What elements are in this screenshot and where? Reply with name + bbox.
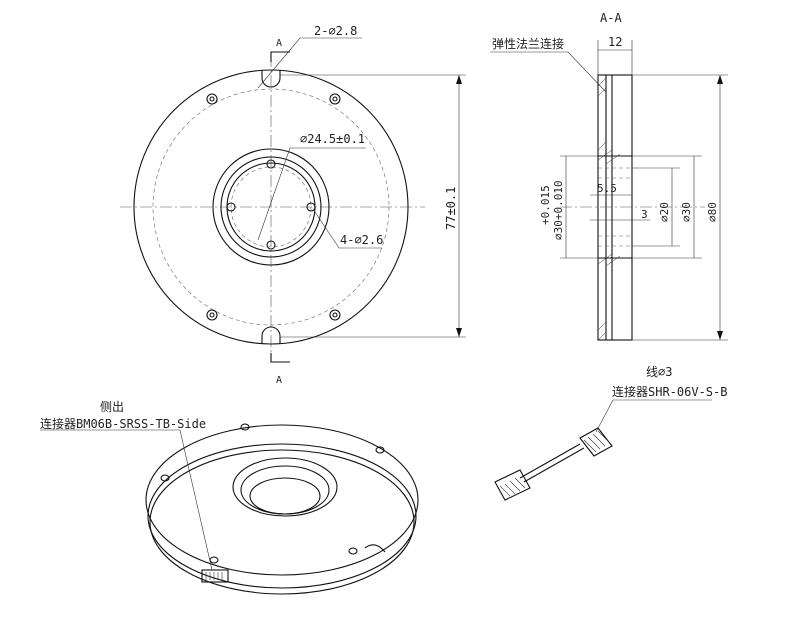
iso-hub-outer [232, 457, 338, 517]
bolt-circle [152, 88, 390, 326]
cable-leader [595, 399, 712, 433]
cable-assembly: 线⌀3 连接器SHR-06V-S-B [494, 365, 727, 501]
cable-connector-left [494, 469, 531, 501]
cable-connector-right [579, 427, 613, 457]
inner-diameter-leader [257, 147, 366, 241]
iso-notch [364, 544, 386, 553]
flange-leader [490, 51, 607, 93]
inner-diameter-label: ⌀24.5±0.1 [300, 132, 365, 146]
dim-d80-label: ⌀80 [706, 202, 719, 222]
iso-connector-leader [40, 429, 213, 571]
cable-wire-b [523, 447, 585, 483]
tolerance-upper-label: +0.015 [539, 185, 552, 225]
hub-hole-circle [230, 166, 312, 248]
iso-connector-label: 连接器BM06B-SRSS-TB-Side [40, 416, 206, 431]
section-view: A-A 弹性法兰连接 12 [490, 11, 728, 341]
width-label: 12 [608, 35, 622, 49]
section-arrow-bottom [270, 353, 290, 363]
section-label-bottom: A [276, 375, 282, 386]
dim-d30-label: ⌀30 [680, 202, 693, 222]
flange-label: 弹性法兰连接 [492, 36, 564, 51]
outer-bolt-holes [206, 93, 341, 321]
dim-d20-label: ⌀20 [658, 202, 671, 222]
top-notch [261, 70, 281, 88]
iso-side-connector [201, 569, 229, 583]
iso-screws [160, 423, 385, 564]
section-label-top: A [276, 38, 282, 49]
section-arrow-top [270, 51, 290, 62]
dim-77-arrow-top [456, 75, 462, 84]
front-view: 2-⌀2.8 ⌀24.5±0.1 4-⌀2.6 A A 77±0.1 [120, 24, 466, 386]
pin-holes-label: 2-⌀2.8 [314, 24, 357, 38]
outer-disc [133, 69, 409, 345]
dim-3-label: 3 [641, 208, 648, 221]
iso-bottom-edge [149, 449, 415, 595]
section-hatching [597, 77, 621, 341]
wire-label: 线⌀3 [646, 365, 672, 379]
pin-hole-leader [257, 37, 362, 89]
iso-top-face [145, 424, 419, 576]
side-label: 侧出 [100, 400, 124, 414]
screw-holes-leader [314, 211, 382, 249]
hub-screw-holes [226, 159, 316, 250]
iso-view: 侧出 连接器BM06B-SRSS-TB-Side [40, 400, 419, 595]
bottom-notch [261, 326, 281, 344]
iso-mid-edge [147, 443, 417, 589]
section-body [597, 74, 633, 341]
screw-holes-label: 4-⌀2.6 [340, 233, 383, 247]
height-label: 77±0.1 [444, 187, 458, 230]
iso-hub-bore [249, 477, 321, 515]
tolerance-label: ⌀30+0.010 [552, 180, 565, 240]
dim-77-arrow-bottom [456, 328, 462, 337]
cable-connector-label: 连接器SHR-06V-S-B [612, 384, 727, 399]
hub-outer-ring [212, 148, 330, 266]
iso-hub-inner [240, 465, 330, 515]
cable-wire-a [519, 443, 581, 479]
dim-5-5-label: 5.5 [597, 182, 617, 195]
hub-step-ring [220, 156, 322, 258]
section-title: A-A [600, 11, 622, 25]
